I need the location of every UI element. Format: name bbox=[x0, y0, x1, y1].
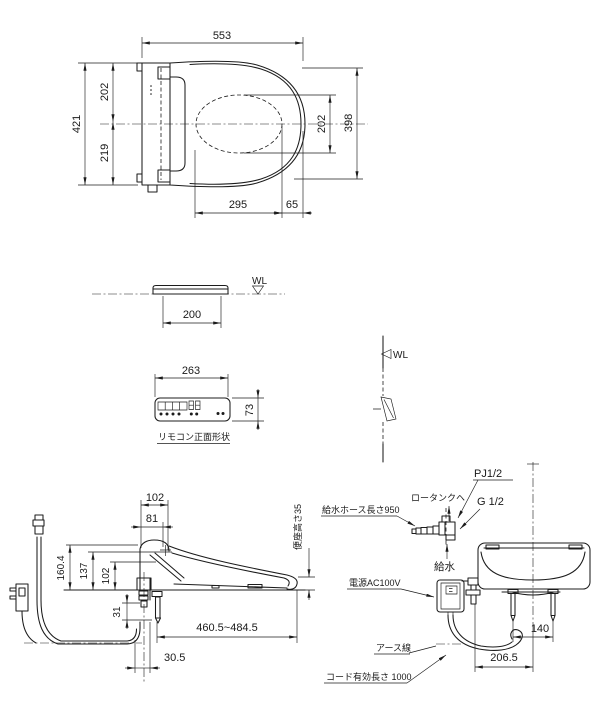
dim-text-206-5: 206.5 bbox=[490, 652, 518, 664]
dim-text-219: 219 bbox=[99, 144, 111, 162]
remote-round-buttons bbox=[161, 414, 223, 415]
earth-wire-label: アース線 bbox=[376, 642, 411, 653]
side-valve-cluster bbox=[137, 578, 162, 623]
side-centerlines bbox=[24, 572, 144, 684]
rear-extension-and-underlines bbox=[321, 480, 553, 683]
side-profile-outline bbox=[64, 540, 305, 590]
leader-hose bbox=[397, 516, 415, 526]
dim-text-31: 31 bbox=[112, 606, 123, 618]
dim-text-65: 65 bbox=[286, 199, 298, 211]
rear-left-fitting bbox=[462, 578, 480, 604]
fitting-label-pj: PJ1/2 bbox=[474, 468, 502, 480]
rear-view: PJ1/2 ロータンクヘ G 1/2 給水ホース長さ950 給水 電源AC100… bbox=[321, 462, 590, 683]
leader-pj bbox=[458, 480, 478, 518]
plan-view: 553 421 202 219 202 398 295 65 bbox=[71, 30, 368, 218]
dim-text-102-top: 102 bbox=[146, 492, 164, 504]
wall-line-label: WL bbox=[252, 276, 267, 287]
rear-centerline bbox=[436, 462, 533, 644]
plan-seat-outline bbox=[137, 61, 305, 192]
dim-text-200: 200 bbox=[183, 309, 201, 321]
fitting-label-g: G 1/2 bbox=[477, 496, 504, 508]
remote-extension-lines bbox=[155, 374, 264, 444]
power-label: 電源AC100V bbox=[349, 578, 401, 588]
power-plug-box bbox=[437, 580, 464, 612]
dim-text-137: 137 bbox=[79, 562, 90, 579]
wall-section-view: 200 WL bbox=[92, 276, 285, 328]
dim-text-73: 73 bbox=[244, 404, 256, 416]
dim-text-553: 553 bbox=[213, 30, 231, 42]
rear-body bbox=[478, 543, 590, 589]
dim-text-202-bowl: 202 bbox=[316, 115, 328, 133]
dim-text-295: 295 bbox=[229, 199, 247, 211]
power-cord-curve bbox=[448, 615, 522, 650]
dim-text-421: 421 bbox=[71, 115, 83, 133]
to-tank-label: ロータンクヘ bbox=[411, 493, 465, 503]
remote-front-view: 263 73 リモコン正面形状 bbox=[155, 365, 264, 444]
seat-height-label: 便座高さ35 bbox=[292, 504, 303, 550]
water-supply-label: 給水 bbox=[434, 560, 455, 573]
side-extension-lines bbox=[66, 500, 315, 673]
side-hose-and-cord bbox=[22, 515, 140, 644]
remote-buttons bbox=[158, 401, 200, 410]
section-plate bbox=[153, 286, 228, 295]
leader-power bbox=[401, 589, 434, 597]
plan-extension-lines bbox=[78, 37, 363, 218]
dim-text-140: 140 bbox=[531, 623, 549, 635]
wall-line-triangle bbox=[382, 350, 392, 359]
dim-text-202-rear: 202 bbox=[99, 83, 111, 101]
dim-text-102-front: 102 bbox=[101, 567, 112, 584]
wall-line-label: WL bbox=[393, 350, 408, 361]
side-view: 102 81 160.4 137 102 31 便座高さ35 460.5~484… bbox=[10, 492, 315, 684]
dim-text-398: 398 bbox=[343, 114, 355, 132]
dim-text-install-range: 460.5~484.5 bbox=[196, 622, 257, 634]
remote-side-view: WL bbox=[373, 336, 408, 462]
dim-text-160-4: 160.4 bbox=[56, 555, 67, 580]
dim-text-30-5: 30.5 bbox=[164, 652, 185, 664]
hose-length-label: 給水ホース長さ950 bbox=[322, 504, 400, 515]
dim-text-81: 81 bbox=[146, 513, 158, 525]
leader-g bbox=[460, 509, 480, 529]
cord-length-label: コード有効長さ 1000 bbox=[326, 671, 412, 682]
remote-holder-bracket bbox=[373, 397, 396, 421]
dim-text-263: 263 bbox=[182, 365, 200, 377]
power-plug-glyph bbox=[441, 583, 460, 615]
remote-body bbox=[155, 398, 230, 421]
side-power-plug bbox=[10, 584, 28, 611]
leader-cord bbox=[407, 655, 446, 683]
remote-caption: リモコン正面形状 bbox=[158, 431, 230, 442]
wall-line-marker-triangle bbox=[253, 286, 264, 294]
water-valve-assembly bbox=[412, 516, 455, 540]
